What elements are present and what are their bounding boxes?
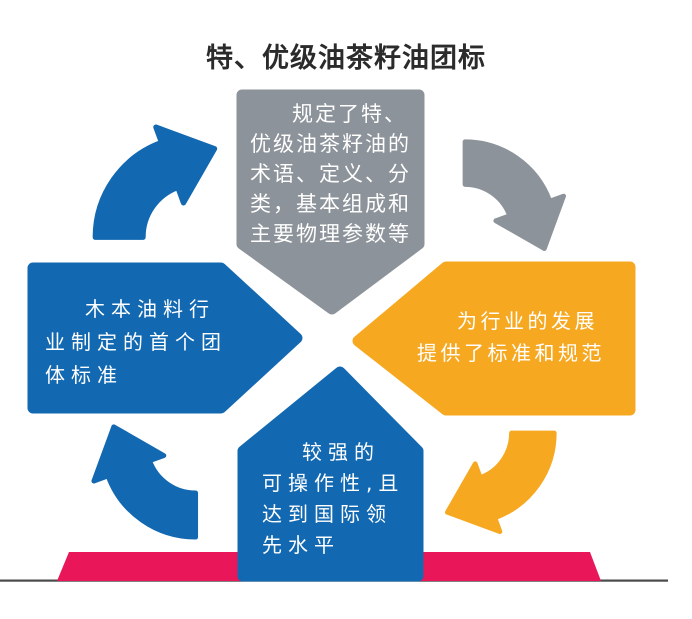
top-right-curved-arrow-icon (465, 142, 564, 249)
bottom-left-curved-arrow-icon (94, 427, 196, 537)
top-segment-shape (236, 89, 425, 315)
left-segment-shape (27, 262, 303, 414)
bottom-right-curved-arrow-icon (447, 433, 554, 532)
left-segment-text: 木本油料行 业制定的首个团 体标准 (45, 297, 227, 387)
top-left-curved-arrow-icon (95, 127, 214, 237)
top-segment-text: 规定了特、 优级油茶籽油的 术语、定义、分 类，基本组成和 主要物理参数等 (250, 102, 411, 246)
page-title: 特、优级油茶籽油团标 (206, 43, 486, 74)
bottom-segment-text: 较强的 可操作性,且 达到国际领 先水平 (262, 440, 405, 557)
right-segment-shape (352, 261, 636, 416)
right-segment-text: 为行业的发展 提供了标准和规范 (417, 309, 605, 365)
bottom-segment-shape (237, 366, 424, 582)
